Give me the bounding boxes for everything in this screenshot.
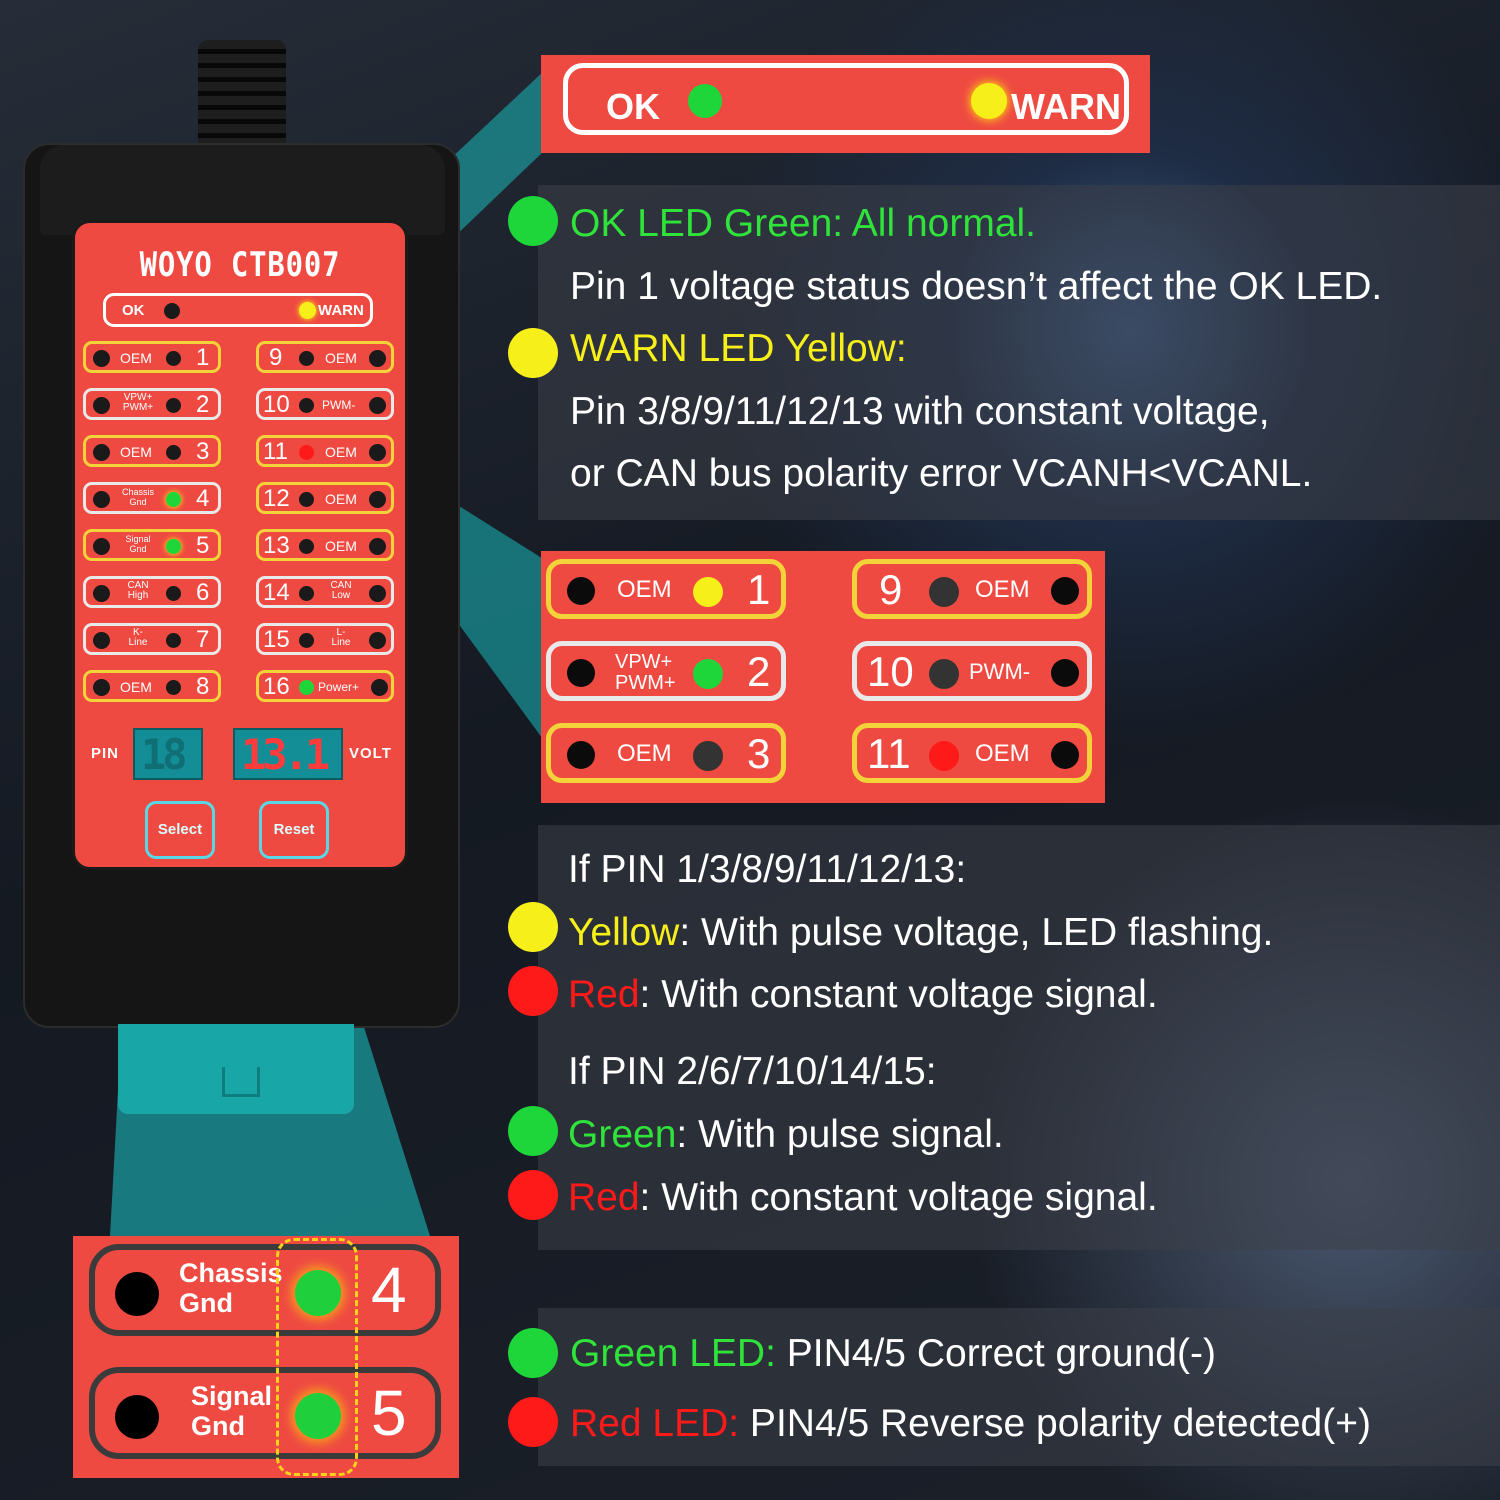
device-status-bar: OK WARN: [103, 293, 373, 327]
group1-yellow-line: Yellow: With pulse voltage, LED flashing…: [568, 911, 1274, 954]
callout-pin-3: OEM 3: [546, 723, 786, 783]
device-pin-7: K-Line 7: [83, 623, 221, 655]
device-pin-13: 13 OEM: [256, 529, 394, 561]
green-dot-icon: [508, 196, 558, 246]
green-led-line: Green LED: PIN4/5 Correct ground(-): [570, 1332, 1216, 1375]
warn-led-description-2: or CAN bus polarity error VCANH<VCANL.: [570, 452, 1313, 495]
red-dot-icon: [508, 966, 558, 1016]
volt-display-label: VOLT: [349, 745, 392, 762]
ok-warn-bar-zoom: OK WARN: [563, 63, 1129, 135]
warn-led: [299, 302, 316, 319]
yellow-dot-icon: [508, 328, 558, 378]
select-button[interactable]: Select: [145, 801, 215, 859]
device-pin-9: 9 OEM: [256, 341, 394, 373]
red-dot-icon: [508, 1397, 558, 1447]
ok-led-description: Pin 1 voltage status doesn’t affect the …: [570, 265, 1383, 308]
callout-pin-10: 10 PWM-: [852, 641, 1092, 701]
warn-label: WARN: [318, 302, 364, 319]
device-pin-16: 16 Power+: [256, 670, 394, 702]
obd-connector-notch: [222, 1067, 260, 1097]
red-dot-icon: [508, 1170, 558, 1220]
green-dot-icon: [508, 1106, 558, 1156]
warn-led-title: WARN LED Yellow:: [570, 327, 907, 370]
pin-display: 18: [133, 728, 203, 780]
group2-green-line: Green: With pulse signal.: [568, 1113, 1004, 1156]
ok-callout-led: [688, 84, 722, 118]
ok-label: OK: [122, 302, 145, 319]
green-dot-icon: [508, 1328, 558, 1378]
red-led-line: Red LED: PIN4/5 Reverse polarity detecte…: [570, 1402, 1371, 1445]
led-highlight-dashed-box: [276, 1238, 358, 1476]
device-front-panel: WOYO CTB007 OK WARN OEM 1 VPW+PWM+ 2 OEM…: [72, 220, 408, 870]
device-pin-8: OEM 8: [83, 670, 221, 702]
group1-red-line: Red: With constant voltage signal.: [568, 973, 1158, 1016]
volt-display: 13.1: [233, 728, 343, 780]
device-pin-10: 10 PWM-: [256, 388, 394, 420]
obd-connector-plug: [118, 1024, 354, 1114]
device-pin-3: OEM 3: [83, 435, 221, 467]
led-status-panel: [538, 185, 1500, 520]
pin-behavior-panel: [538, 825, 1500, 1250]
device-brand: WOYO CTB007: [139, 245, 341, 285]
device-pin-15: 15 L-Line: [256, 623, 394, 655]
device-cable: [198, 40, 286, 152]
pins-callout: OEM 1 VPW+PWM+ 2 OEM 3 9 OEM 10 PWM- 11 …: [541, 551, 1105, 803]
device-pin-11: 11 OEM: [256, 435, 394, 467]
group2-heading: If PIN 2/6/7/10/14/15:: [568, 1050, 937, 1093]
ok-warn-callout: OK WARN: [541, 55, 1150, 153]
device-pin-12: 12 OEM: [256, 482, 394, 514]
group2-red-line: Red: With constant voltage signal.: [568, 1176, 1158, 1219]
device-pin-2: VPW+PWM+ 2: [83, 388, 221, 420]
ok-callout-label: OK: [606, 86, 660, 127]
pin-display-label: PIN: [91, 745, 120, 762]
warn-led-description-1: Pin 3/8/9/11/12/13 with constant voltage…: [570, 390, 1270, 433]
yellow-dot-icon: [508, 902, 558, 952]
group1-heading: If PIN 1/3/8/9/11/12/13:: [568, 848, 967, 891]
device-pin-1: OEM 1: [83, 341, 221, 373]
callout-pin-9: 9 OEM: [852, 559, 1092, 619]
ground-status-panel: [538, 1308, 1500, 1466]
warn-callout-label: WARN: [1011, 86, 1121, 127]
callout-pin-1: OEM 1: [546, 559, 786, 619]
ok-led-title: OK LED Green: All normal.: [570, 202, 1037, 245]
reset-button[interactable]: Reset: [259, 801, 329, 859]
callout-pin-2: VPW+PWM+ 2: [546, 641, 786, 701]
callout-pin-11: 11 OEM: [852, 723, 1092, 783]
warn-callout-led: [971, 83, 1007, 119]
ok-led: [164, 303, 180, 319]
